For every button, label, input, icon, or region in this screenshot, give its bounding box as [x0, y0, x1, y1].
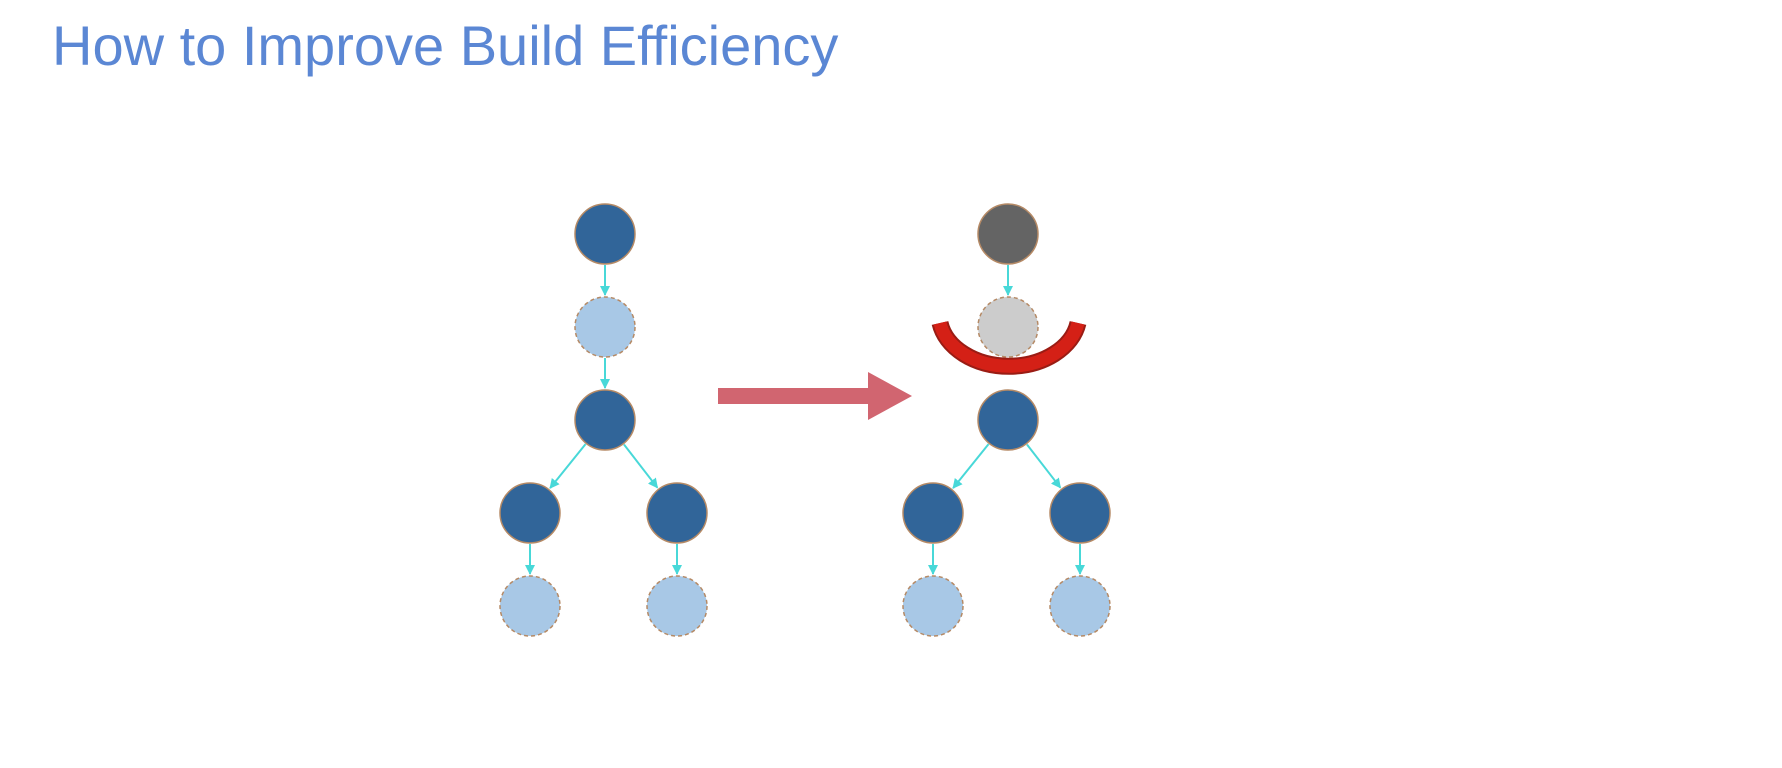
build-graph-before: [499, 203, 708, 637]
arrow-shape: [718, 372, 912, 420]
node-right-leaf-cached: [646, 575, 708, 637]
node-left-built: [902, 482, 964, 544]
node-mid-built: [574, 389, 636, 451]
node-dep-cached: [574, 296, 636, 358]
node-mid-built: [977, 389, 1039, 451]
dependency-edge: [952, 443, 990, 489]
node-right-built: [1049, 482, 1111, 544]
build-graph-after: [902, 203, 1111, 637]
cut-arc-icon: [931, 320, 1087, 375]
dependency-edge: [623, 443, 659, 489]
node-root-built: [574, 203, 636, 265]
node-right-built: [646, 482, 708, 544]
node-dep-skipped-cached: [977, 296, 1039, 358]
dependency-edge: [549, 443, 587, 489]
cut-arc: [933, 321, 1085, 373]
node-left-built: [499, 482, 561, 544]
node-left-leaf-cached: [499, 575, 561, 637]
slide-title: How to Improve Build Efficiency: [52, 14, 839, 77]
node-root-skipped: [977, 203, 1039, 265]
node-left-leaf-cached: [902, 575, 964, 637]
right-arrow-icon: [718, 372, 912, 420]
dependency-edge: [1026, 443, 1062, 489]
node-right-leaf-cached: [1049, 575, 1111, 637]
